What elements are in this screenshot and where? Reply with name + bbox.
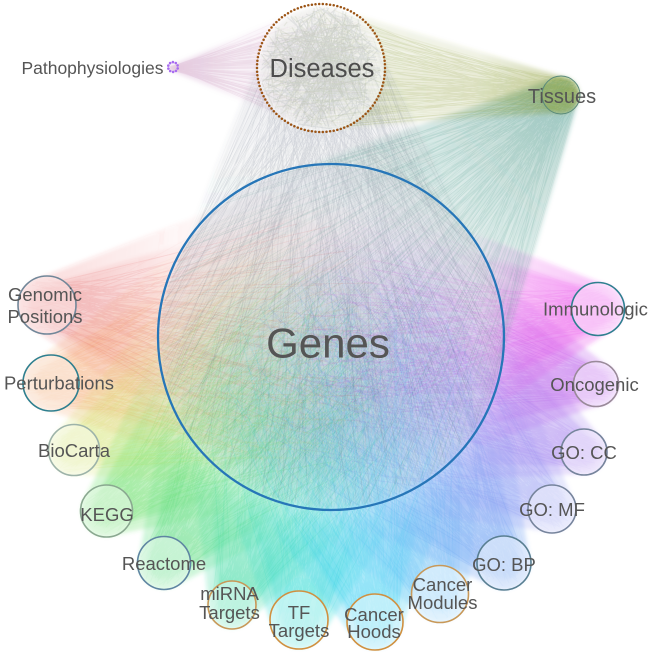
svg-text:Perturbations: Perturbations [4,373,114,394]
svg-text:miRNA: miRNA [200,583,259,604]
svg-text:KEGG: KEGG [80,504,133,525]
svg-text:Diseases: Diseases [270,55,375,83]
svg-text:BioCarta: BioCarta [38,440,111,461]
svg-text:Targets: Targets [199,602,260,623]
svg-text:GO: MF: GO: MF [519,499,585,520]
svg-text:TF: TF [288,602,311,623]
svg-text:GO: BP: GO: BP [472,554,536,575]
svg-text:Hoods: Hoods [347,621,400,642]
svg-text:Targets: Targets [269,620,330,641]
svg-text:Positions: Positions [7,306,82,327]
svg-text:Oncogenic: Oncogenic [550,374,638,395]
svg-text:Modules: Modules [408,592,478,613]
svg-text:Cancer: Cancer [413,574,473,595]
svg-text:Pathophysiologies: Pathophysiologies [21,58,163,78]
svg-text:Reactome: Reactome [122,553,206,574]
svg-text:Cancer: Cancer [344,604,404,625]
svg-text:Tissues: Tissues [528,86,596,108]
svg-text:Immunologic: Immunologic [543,299,648,320]
svg-text:GO: CC: GO: CC [551,442,617,463]
svg-text:Genes: Genes [266,320,390,367]
svg-text:Genomic: Genomic [8,284,82,305]
